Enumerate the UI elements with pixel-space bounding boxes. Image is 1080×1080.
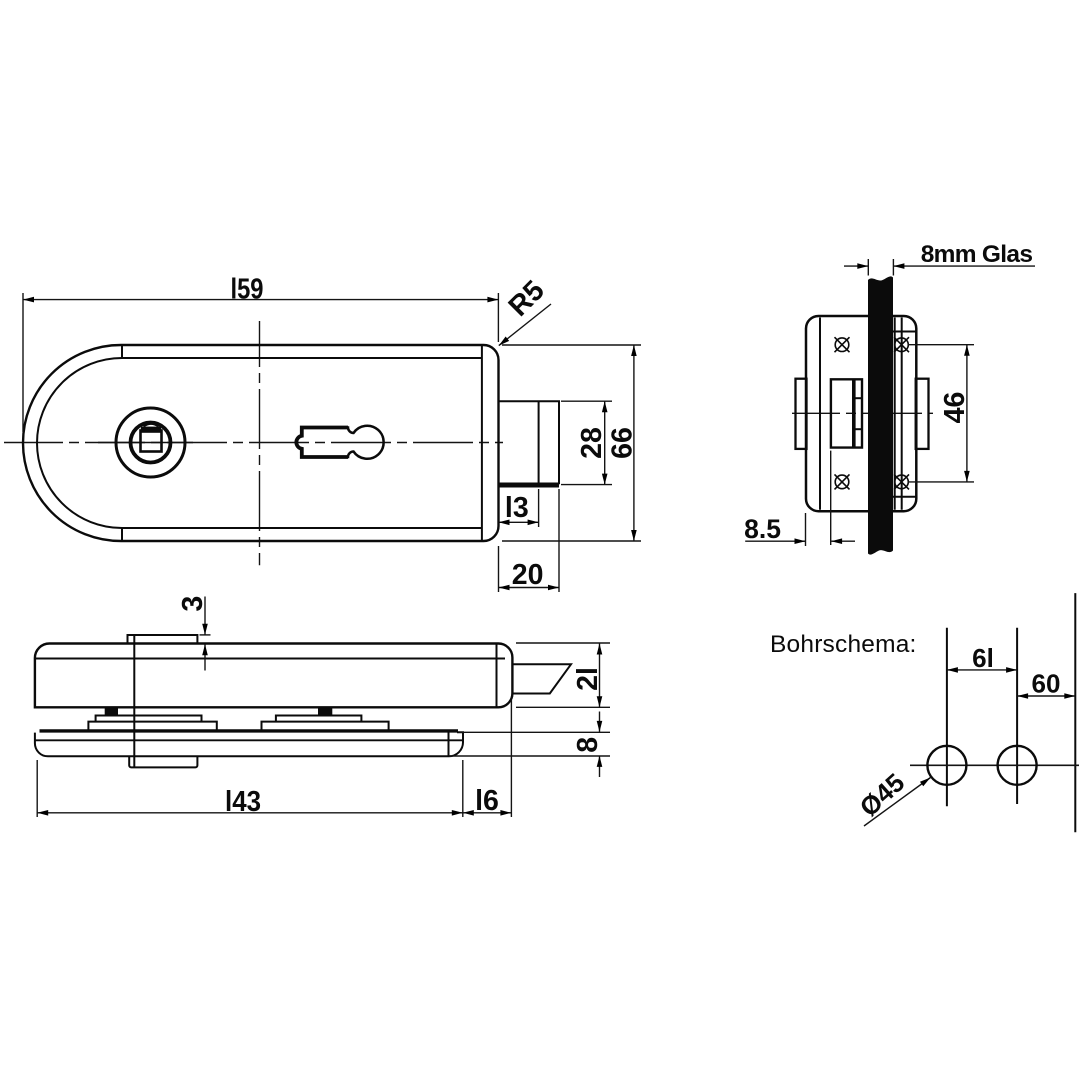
svg-text:8: 8 — [572, 737, 604, 753]
svg-text:28: 28 — [576, 427, 608, 459]
svg-text:8.5: 8.5 — [744, 514, 781, 544]
svg-text:3: 3 — [177, 596, 209, 612]
svg-text:Bohrschema:: Bohrschema: — [770, 631, 917, 658]
svg-text:2l: 2l — [572, 667, 604, 691]
svg-text:66: 66 — [607, 427, 639, 459]
svg-text:46: 46 — [939, 392, 971, 424]
svg-text:8mm Glas: 8mm Glas — [921, 241, 1033, 268]
svg-text:6l: 6l — [972, 643, 994, 673]
svg-text:l6: l6 — [475, 785, 499, 817]
svg-text:l43: l43 — [225, 786, 261, 818]
svg-text:l59: l59 — [231, 274, 264, 306]
svg-text:60: 60 — [1032, 669, 1061, 699]
svg-text:20: 20 — [512, 559, 544, 591]
svg-text:l3: l3 — [505, 492, 529, 524]
